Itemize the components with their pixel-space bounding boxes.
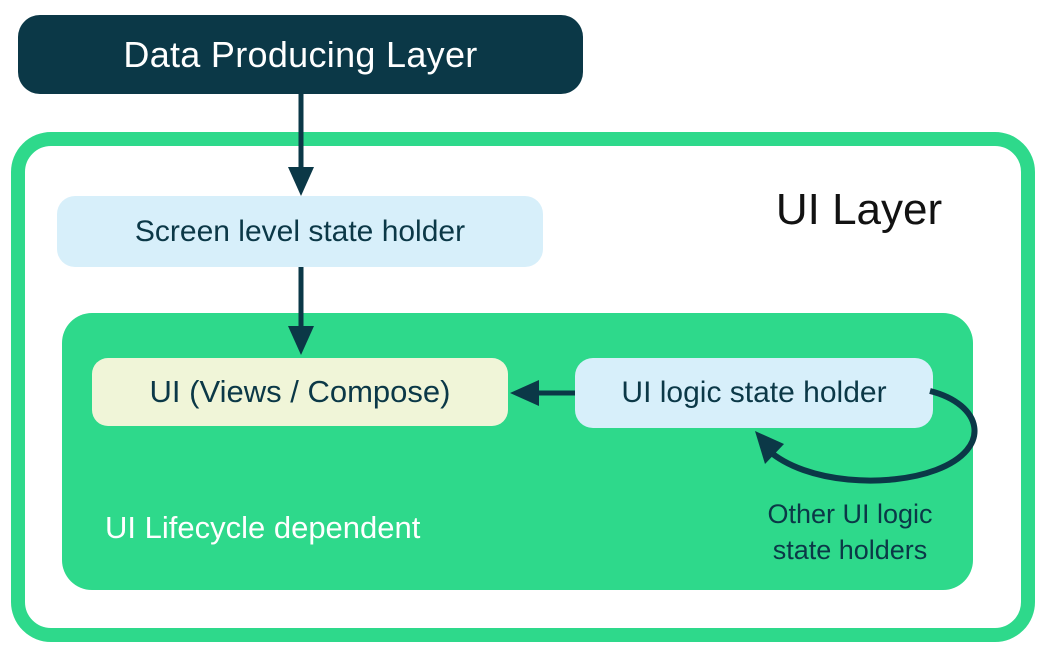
ui-logic-state-holder-label: UI logic state holder	[621, 376, 887, 409]
data-producing-layer-label: Data Producing Layer	[123, 33, 478, 75]
other-ui-logic-note-line1: Other UI logic	[767, 499, 933, 529]
data-producing-layer-box: Data Producing Layer	[18, 15, 583, 94]
screen-level-state-holder-box: Screen level state holder	[57, 196, 543, 267]
screen-level-state-holder-label: Screen level state holder	[134, 214, 466, 248]
ui-views-compose-box: UI (Views / Compose)	[92, 358, 508, 426]
other-ui-logic-note-line2: state holders	[772, 535, 928, 565]
other-ui-logic-state-holders-note: Other UI logic state holders	[745, 496, 955, 568]
ui-logic-state-holder-box: UI logic state holder	[575, 358, 933, 428]
ui-lifecycle-dependent-caption: UI Lifecycle dependent	[105, 510, 421, 545]
ui-layer-title: UI Layer	[775, 185, 943, 234]
ui-views-compose-label: UI (Views / Compose)	[149, 374, 451, 409]
